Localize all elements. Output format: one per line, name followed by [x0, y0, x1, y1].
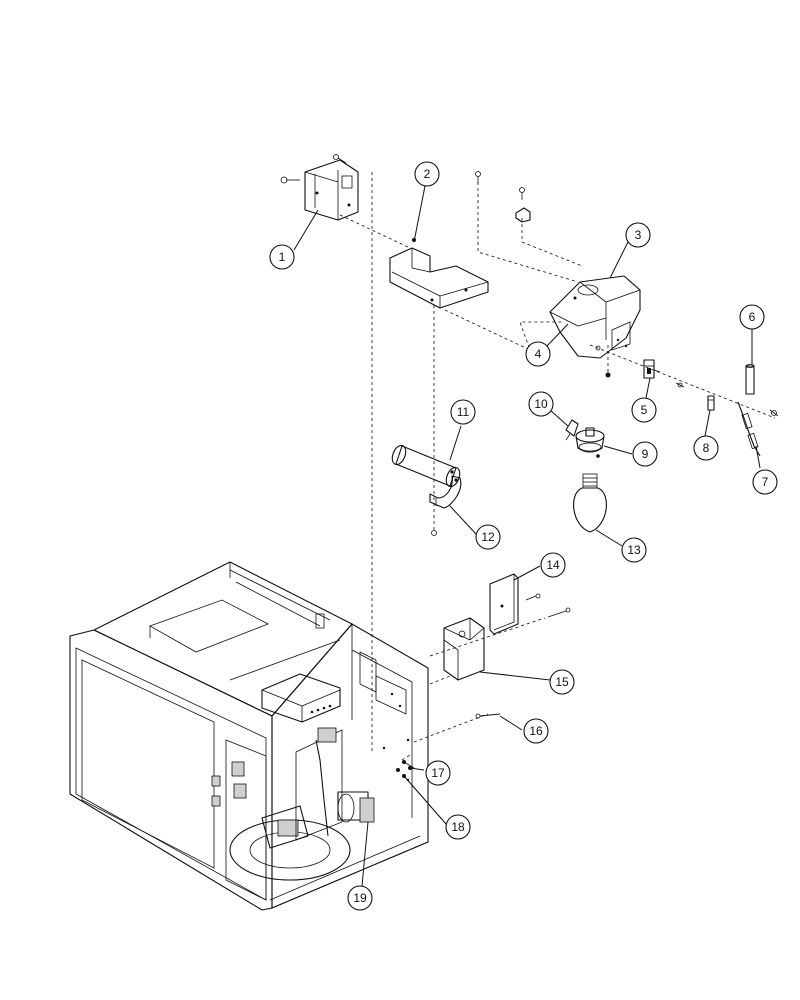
assembly-lines — [339, 172, 776, 761]
callout-16: 16 — [523, 718, 549, 744]
part-11-capacitor — [391, 444, 461, 488]
callout-10-label: 10 — [534, 397, 548, 411]
part-7-fuse-holder — [737, 401, 761, 457]
callout-3-label: 3 — [635, 228, 642, 242]
callout-15: 15 — [549, 669, 575, 695]
callout-11-label: 11 — [457, 405, 470, 419]
leader-lines — [293, 185, 761, 887]
part-5-switch — [643, 359, 661, 379]
callout-4: 4 — [525, 341, 551, 367]
callout-1-label: 1 — [279, 250, 286, 264]
part-17-18-screws — [396, 760, 415, 778]
callout-3: 3 — [625, 222, 651, 248]
callout-6: 6 — [739, 304, 765, 330]
part-6-fuse — [745, 364, 755, 395]
callout-13: 13 — [621, 537, 647, 563]
callout-1: 1 — [269, 244, 295, 270]
part-8-connector — [707, 395, 715, 411]
part-2-bracket-plate — [389, 238, 489, 309]
part-1-bracket — [280, 154, 359, 221]
callout-19: 19 — [347, 885, 373, 911]
oven-cabinet — [69, 561, 429, 911]
callout-18-label: 18 — [451, 820, 465, 834]
callout-2: 2 — [414, 161, 440, 187]
callout-19-label: 19 — [353, 891, 367, 905]
callout-8: 8 — [693, 435, 719, 461]
callout-10: 10 — [528, 391, 554, 417]
callout-9: 9 — [632, 441, 658, 467]
callout-4-label: 4 — [535, 347, 542, 361]
callout-7: 7 — [752, 469, 778, 495]
callout-13-label: 13 — [627, 543, 641, 557]
callout-17-label: 17 — [431, 766, 445, 780]
callout-9-label: 9 — [642, 447, 649, 461]
part-3-lamp-housing — [549, 275, 641, 359]
part-13-bulb — [573, 473, 607, 533]
callout-7-label: 7 — [762, 475, 769, 489]
callout-11: 11 — [450, 399, 476, 425]
part-16-pin — [475, 713, 501, 719]
callout-12: 12 — [475, 524, 501, 550]
callout-15-label: 15 — [555, 675, 569, 689]
callout-8-label: 8 — [703, 441, 710, 455]
part-12-capacitor-bracket — [429, 475, 462, 536]
screws-top — [475, 171, 779, 417]
callout-2-label: 2 — [424, 167, 431, 181]
callout-5: 5 — [631, 397, 657, 423]
part-14-plate — [489, 573, 571, 635]
callout-12-label: 12 — [481, 530, 495, 544]
callout-14-label: 14 — [546, 558, 560, 572]
callout-5-label: 5 — [641, 403, 648, 417]
part-15-bracket — [443, 617, 485, 681]
part-9-lamp-socket — [575, 427, 605, 458]
callout-6-label: 6 — [749, 310, 756, 324]
callout-16-label: 16 — [529, 724, 543, 738]
callout-14: 14 — [540, 552, 566, 578]
callout-18: 18 — [445, 814, 471, 840]
callout-17: 17 — [425, 760, 451, 786]
part-10-clip — [565, 419, 579, 441]
